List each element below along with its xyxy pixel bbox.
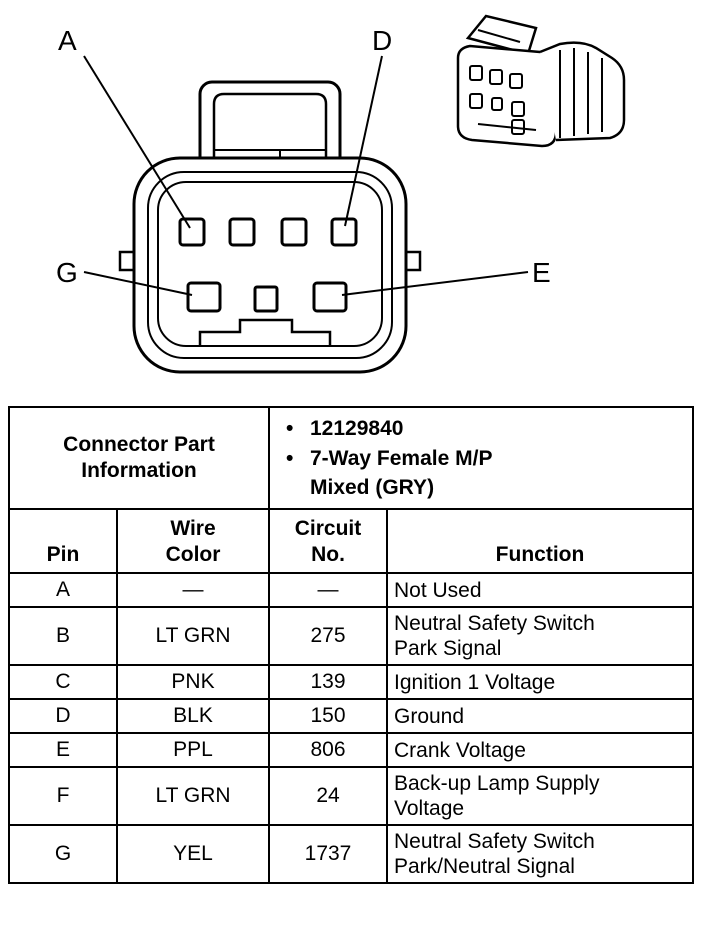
- wire-color-cell: PPL: [116, 732, 270, 768]
- table-row: E PPL 806 Crank Voltage: [8, 732, 695, 768]
- pin-cell: C: [8, 664, 118, 700]
- callout-e: E: [532, 257, 551, 288]
- function-cell: Back-up Lamp Supply Voltage: [385, 766, 695, 826]
- function-cell: Neutral Safety Switch Park/Neutral Signa…: [385, 824, 695, 884]
- bullet-icon: •: [286, 417, 294, 440]
- connector-pinout-table: Connector Part Information • 12129840 • 7-…: [8, 406, 695, 884]
- connector-part-info-value: • 12129840 • 7-Way Female M/P Mixed (GRY): [267, 406, 695, 510]
- table-row: F LT GRN 24 Back-up Lamp Supply Voltage: [8, 766, 695, 826]
- wire-color-cell: BLK: [116, 698, 270, 734]
- bullet-icon: •: [286, 447, 294, 470]
- callout-a: A: [58, 25, 77, 56]
- terminal-cavities: [178, 217, 358, 313]
- wire-color-cell: YEL: [116, 824, 270, 884]
- table-row: A — — Not Used: [8, 572, 695, 608]
- wire-color-cell: —: [116, 572, 270, 608]
- wire-color-cell: PNK: [116, 664, 270, 700]
- connector-face: [118, 80, 422, 374]
- cavity-c: [280, 217, 308, 247]
- function-cell: Ground: [385, 698, 695, 734]
- part-info-row: Connector Part Information • 12129840 • 7-…: [8, 406, 695, 510]
- header-row: Pin Wire Color Circuit No. Function: [8, 508, 695, 574]
- header-pin: Pin: [8, 508, 118, 574]
- connector-diagram: A D G E: [56, 14, 626, 374]
- wire-color-cell: LT GRN: [116, 606, 270, 666]
- label-line: Connector Part: [63, 433, 215, 456]
- circuit-cell: 139: [268, 664, 388, 700]
- table-row: D BLK 150 Ground: [8, 698, 695, 734]
- connector-perspective-view: [456, 14, 626, 148]
- cavity-d: [330, 217, 358, 247]
- header-wire-color: Wire Color: [116, 508, 270, 574]
- cavity-b: [228, 217, 256, 247]
- function-cell: Crank Voltage: [385, 732, 695, 768]
- connector-description: 7-Way Female M/P: [310, 447, 493, 470]
- part-number: 12129840: [310, 417, 404, 440]
- pin-cell: F: [8, 766, 118, 826]
- pin-cell: E: [8, 732, 118, 768]
- callout-leaders: [83, 55, 529, 296]
- circuit-cell: 1737: [268, 824, 388, 884]
- function-cell: Not Used: [385, 572, 695, 608]
- function-cell: Neutral Safety Switch Park Signal: [385, 606, 695, 666]
- function-cell: Ignition 1 Voltage: [385, 664, 695, 700]
- header-circuit-no: Circuit No.: [268, 508, 388, 574]
- callout-d: D: [372, 25, 392, 56]
- circuit-cell: 150: [268, 698, 388, 734]
- circuit-cell: 275: [268, 606, 388, 666]
- circuit-cell: —: [268, 572, 388, 608]
- circuit-cell: 24: [268, 766, 388, 826]
- table-row: C PNK 139 Ignition 1 Voltage: [8, 664, 695, 700]
- header-function: Function: [385, 508, 695, 574]
- pin-cell: D: [8, 698, 118, 734]
- pin-cell: G: [8, 824, 118, 884]
- cavity-f: [253, 285, 279, 313]
- circuit-cell: 806: [268, 732, 388, 768]
- cavity-a: [178, 217, 206, 247]
- pin-cell: B: [8, 606, 118, 666]
- connector-description-cont: Mixed (GRY): [310, 476, 435, 499]
- table-row: B LT GRN 275 Neutral Safety Switch Park …: [8, 606, 695, 666]
- label-line: Information: [81, 459, 197, 482]
- pin-cell: A: [8, 572, 118, 608]
- connector-part-info-label: Connector Part Information: [8, 406, 270, 510]
- cavity-e: [312, 281, 348, 313]
- cavity-g: [186, 281, 222, 313]
- callout-g: G: [56, 257, 78, 288]
- table-row: G YEL 1737 Neutral Safety Switch Park/Ne…: [8, 824, 695, 884]
- wire-color-cell: LT GRN: [116, 766, 270, 826]
